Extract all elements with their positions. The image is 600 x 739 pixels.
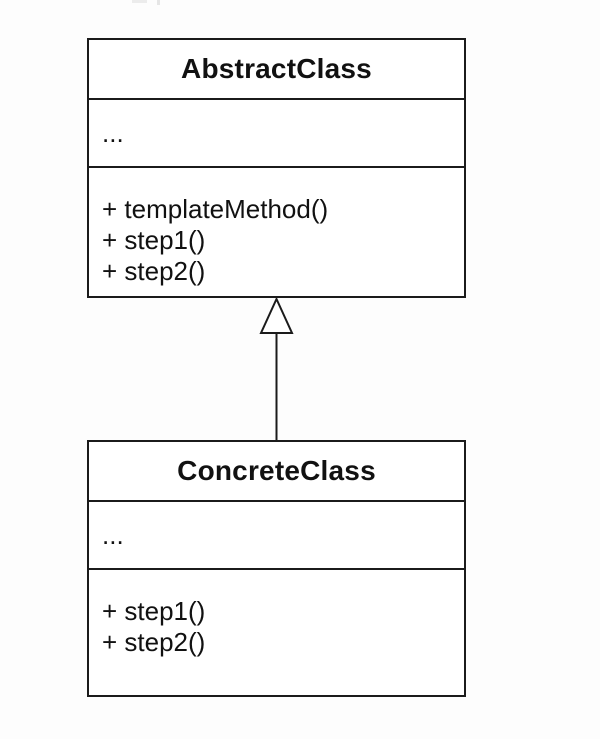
class-name-concrete-class: ConcreteClass [89, 442, 464, 502]
cropped-ui-artifact [157, 0, 160, 5]
method-item: + step1() [102, 596, 206, 626]
attribute-item: ... [102, 519, 124, 550]
method-item: + step2() [102, 256, 206, 286]
class-methods-section: + step1() + step2() [89, 570, 464, 695]
method-item: + step2() [102, 627, 206, 657]
inheritance-arrow-triangle-icon [259, 296, 294, 334]
class-box-concrete-class: ConcreteClass ... + step1() + step2() [87, 440, 466, 697]
cropped-ui-artifact [132, 0, 147, 3]
class-box-abstract-class: AbstractClass ... + templateMethod() + s… [87, 38, 466, 298]
method-item: + templateMethod() [102, 194, 329, 224]
method-item: + step1() [102, 225, 206, 255]
class-attributes-section: ... [89, 100, 464, 168]
class-attributes-section: ... [89, 502, 464, 570]
class-methods-section: + templateMethod() + step1() + step2() [89, 168, 464, 296]
class-name-abstract-class: AbstractClass [89, 40, 464, 100]
attribute-item: ... [102, 117, 124, 148]
